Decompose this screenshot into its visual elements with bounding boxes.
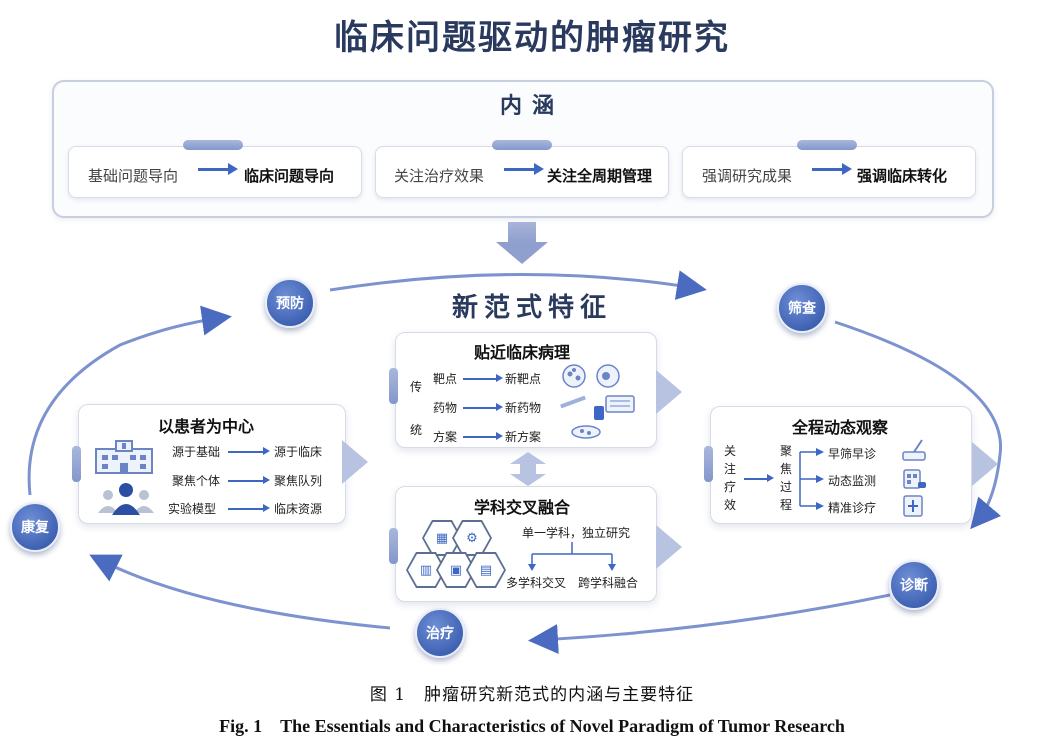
card-handle — [704, 446, 713, 482]
arrowhead-icon — [263, 476, 270, 484]
figure-caption-cn: 图 1 肿瘤研究新范式的内涵与主要特征 — [369, 685, 695, 705]
arrow-icon — [744, 478, 768, 480]
chevron-right-icon — [342, 440, 368, 484]
badge-prevention: 预防 — [265, 278, 315, 328]
people-icon — [98, 483, 154, 515]
essence-from: 强调研究成果 — [702, 167, 793, 185]
arrowhead-icon — [767, 474, 774, 482]
arc-screening-diagnosis — [834, 320, 1003, 530]
patient-to-2: 聚焦队列 — [274, 474, 323, 488]
pathology-from-3: 方案 — [433, 430, 458, 444]
arc-diagnosis-treatment — [528, 593, 891, 654]
essence-card-tab — [183, 140, 243, 150]
arrowhead-icon — [496, 374, 503, 382]
arrow-icon — [228, 480, 264, 482]
pathology-from-2: 药物 — [433, 401, 458, 415]
essence-card-3 — [682, 146, 976, 198]
down-arrowhead-icon — [496, 242, 548, 264]
arrow-icon — [228, 451, 264, 453]
chevron-right-icon — [972, 442, 998, 486]
arrow-icon — [198, 168, 228, 171]
side-char: 注 — [724, 462, 737, 476]
dynamic-row-3: 精准诊疗 — [828, 501, 877, 515]
patient-to-3: 临床资源 — [274, 502, 323, 516]
arrowhead-icon — [228, 163, 238, 175]
dynamic-card — [710, 406, 972, 524]
patient-from-2: 聚焦个体 — [172, 474, 221, 488]
arrowhead-icon — [496, 403, 503, 411]
patient-card-title: 以患者为中心 — [158, 417, 255, 436]
focus-char: 聚 — [780, 444, 793, 458]
chevron-right-icon — [656, 525, 682, 569]
interdisciplinary-top: 单一学科，独立研究 — [522, 526, 631, 540]
double-arrow-icon — [510, 452, 546, 486]
essence-from: 关注治疗效果 — [394, 167, 485, 185]
hospital-icon — [95, 440, 153, 474]
essence-card-tab — [797, 140, 857, 150]
arrowhead-icon — [842, 163, 852, 175]
card-handle — [389, 528, 398, 564]
arrow-icon — [812, 168, 842, 171]
interdisciplinary-left: 多学科交叉 — [506, 576, 567, 590]
pathology-to-2: 新药物 — [505, 401, 542, 415]
arrowhead-icon — [496, 432, 503, 440]
card-handle — [389, 368, 398, 404]
essence-title: 内涵 — [499, 94, 564, 119]
bracket-arrows — [799, 448, 824, 510]
dynamic-row-1: 早筛早诊 — [828, 447, 877, 461]
essence-to: 关注全周期管理 — [547, 167, 653, 185]
side-char: 关 — [724, 444, 737, 458]
badge-rehab: 康复 — [10, 502, 60, 552]
arrowhead-icon — [534, 163, 544, 175]
arrow-icon — [504, 168, 534, 171]
arrow-icon — [463, 436, 497, 438]
patient-from-1: 源于基础 — [172, 445, 221, 459]
arc-treatment-rehab — [89, 554, 391, 630]
arc-rehab-prevention — [27, 305, 232, 496]
badge-treatment: 治疗 — [415, 608, 465, 658]
pathology-to-1: 新靶点 — [505, 372, 542, 386]
arrowhead-icon — [263, 504, 270, 512]
dynamic-card-title: 全程动态观察 — [792, 418, 889, 437]
arrow-icon — [463, 378, 497, 380]
main-title: 临床问题驱动的肿瘤研究 — [334, 18, 730, 58]
side-char: 传 — [410, 380, 423, 394]
pathology-to-3: 新方案 — [505, 430, 542, 444]
badge-screening: 筛查 — [777, 283, 827, 333]
paradigm-title: 新范式特征 — [451, 293, 612, 323]
branch-arrows — [528, 542, 616, 571]
pathology-card — [395, 332, 657, 448]
down-arrow-icon — [508, 222, 536, 242]
patient-to-1: 源于临床 — [274, 445, 323, 459]
arrow-icon — [228, 508, 264, 510]
focus-char: 过 — [780, 480, 793, 494]
arrow-icon — [463, 407, 497, 409]
badge-diagnosis: 诊断 — [889, 560, 939, 610]
interdisciplinary-right: 跨学科融合 — [578, 576, 639, 590]
focus-char: 程 — [780, 498, 793, 512]
essence-card-2 — [375, 146, 669, 198]
arrowhead-icon — [263, 447, 270, 455]
essence-from: 基础问题导向 — [88, 167, 179, 185]
medical-icons — [902, 439, 926, 517]
side-char: 效 — [724, 498, 737, 512]
pathology-card-title: 贴近临床病理 — [474, 343, 571, 362]
side-char: 统 — [410, 423, 423, 437]
dynamic-row-2: 动态监测 — [828, 474, 877, 488]
card-handle — [72, 446, 81, 482]
chevron-right-icon — [656, 370, 682, 414]
essence-card-tab — [492, 140, 552, 150]
essence-to: 强调临床转化 — [857, 167, 948, 185]
patient-from-3: 实验模型 — [168, 502, 217, 516]
side-char: 疗 — [724, 480, 737, 494]
focus-char: 焦 — [780, 462, 793, 476]
figure-caption-en: Fig. 1 The Essentials and Characteristic… — [219, 716, 845, 736]
essence-to: 临床问题导向 — [244, 167, 335, 185]
cell-drug-icons — [560, 364, 635, 439]
interdisciplinary-card-title: 学科交叉融合 — [474, 498, 571, 517]
arc-prevention-screening — [329, 270, 707, 300]
pathology-from-1: 靶点 — [433, 372, 458, 386]
